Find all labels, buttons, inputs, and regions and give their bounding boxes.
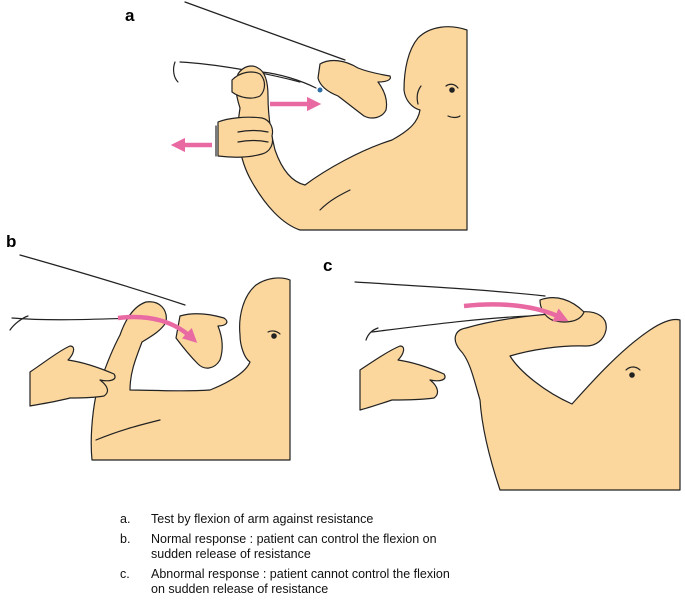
panel-label-a: a	[125, 6, 135, 25]
legend-key-a: a.	[120, 512, 131, 526]
patient-body-c	[454, 311, 681, 491]
legend-item-a: a. Test by flexion of arm against resist…	[120, 512, 640, 527]
legend-text-c-line2: on sudden release of resistance	[151, 582, 329, 596]
legend-text-c-line1: Abnormal response : patient cannot contr…	[151, 567, 450, 581]
illustration-canvas	[9, 1, 681, 491]
panel-a-illustration	[172, 1, 468, 231]
legend-item-c: c. Abnormal response : patient cannot co…	[120, 567, 640, 597]
patient-body-b	[90, 277, 291, 461]
legend-text-a-line1: Test by flexion of arm against resistanc…	[151, 512, 374, 526]
examiner-hand-b-upper	[175, 313, 228, 369]
examiner-hand-c	[359, 345, 446, 411]
legend-key-c: c.	[120, 567, 130, 581]
arrow-curve-b	[117, 314, 198, 343]
panel-c-illustration	[354, 281, 681, 491]
arrow-curve-c	[463, 302, 569, 322]
panel-label-c: c	[323, 256, 333, 275]
panel-label-b: b	[6, 232, 17, 251]
legend-key-b: b.	[120, 532, 131, 546]
legend-item-b: b. Normal response : patient can control…	[120, 532, 640, 562]
legend-text-b-line1: Normal response : patient can control th…	[151, 532, 437, 546]
examiner-hand-lower	[217, 116, 274, 158]
examiner-sleeve-upper	[184, 1, 346, 61]
examiner-hand-upper	[317, 59, 391, 119]
examiner-hand-b-lower	[29, 345, 116, 407]
figure-legend: a. Test by flexion of arm against resist…	[120, 512, 640, 602]
panel-b-illustration	[9, 254, 291, 461]
legend-text-b-line2: sudden release of resistance	[151, 547, 311, 561]
